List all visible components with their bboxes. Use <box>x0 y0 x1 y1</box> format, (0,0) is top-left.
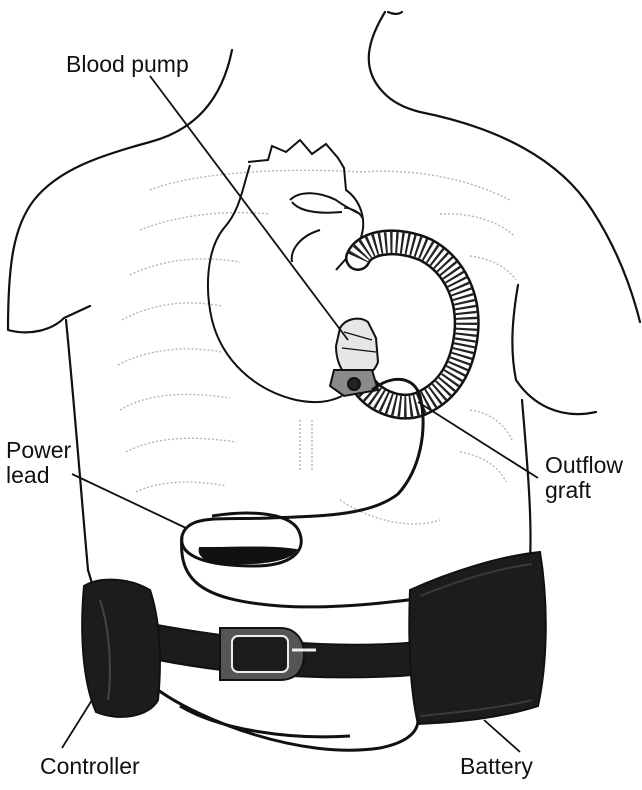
torso-outline <box>8 12 640 590</box>
battery-leader <box>484 720 520 752</box>
label-power-lead-line2: lead <box>6 463 71 488</box>
blood-pump-leader <box>150 76 348 340</box>
label-blood-pump: Blood pump <box>66 52 189 77</box>
outflow-graft-leader <box>418 402 538 478</box>
power-lead-leader <box>72 474 186 528</box>
lower-cable <box>158 690 418 750</box>
battery-pack <box>409 552 545 724</box>
controller-leader <box>62 700 92 748</box>
blood-pump-device <box>330 319 378 396</box>
label-outflow-graft-line1: Outflow <box>545 453 623 478</box>
label-outflow-graft: Outflow graft <box>545 453 623 503</box>
controller-pack <box>82 580 160 717</box>
label-power-lead: Power lead <box>6 438 71 488</box>
label-power-lead-line1: Power <box>6 438 71 463</box>
label-battery: Battery <box>460 754 533 779</box>
label-controller: Controller <box>40 754 140 779</box>
label-outflow-graft-line2: graft <box>545 478 623 503</box>
